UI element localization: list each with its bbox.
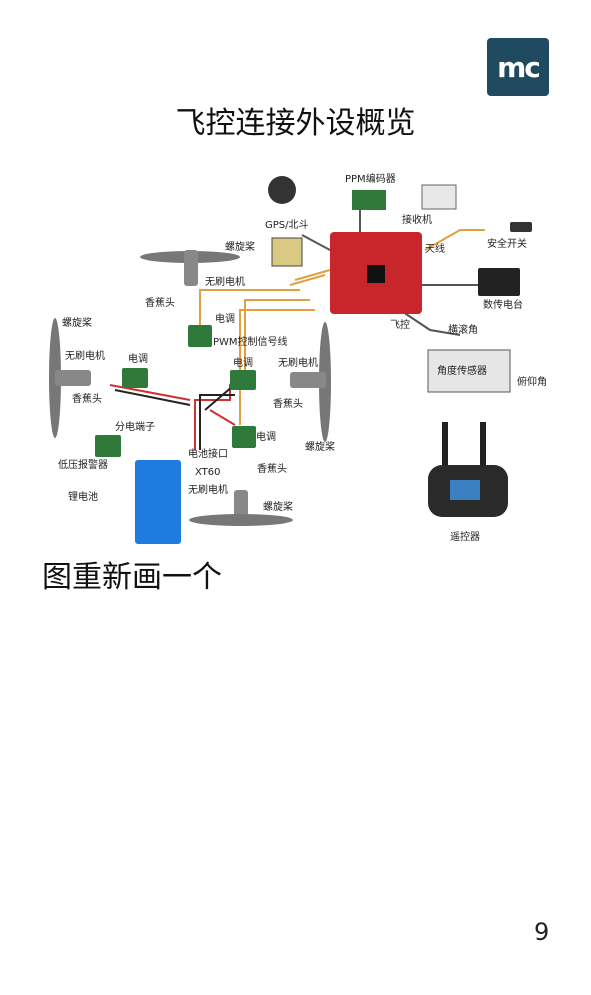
- banana-bottom-label: 香蕉头: [257, 463, 287, 475]
- motor-right-label: 无刷电机: [278, 356, 318, 369]
- digital-radio-label: 数传电台: [483, 298, 523, 311]
- low-voltage-alarm: [95, 435, 121, 457]
- battery-port-label: 电池接口: [188, 447, 228, 460]
- esc-right: [230, 370, 256, 390]
- remote-label: 遥控器: [450, 530, 480, 543]
- fc-label: 飞控: [390, 318, 410, 331]
- battery-label: 锂电池: [68, 490, 98, 503]
- caption: 图重新画一个: [42, 560, 222, 595]
- angle-sensor-label: 角度传感器: [437, 364, 487, 377]
- pwm-label: PWM控制信号线: [213, 335, 288, 348]
- digital-radio: [478, 268, 520, 296]
- esc-top: [188, 325, 212, 347]
- splitter-label: 分电端子: [115, 420, 155, 433]
- angle-sensor-frame: [427, 349, 511, 393]
- roll-label: 横滚角: [448, 323, 478, 336]
- receiver-label: 接收机: [402, 213, 432, 226]
- esc-left-label: 电调: [128, 352, 148, 365]
- esc-bottom-label: 电调: [256, 430, 276, 443]
- remote-antenna-left: [442, 422, 448, 468]
- lipo-battery: [135, 460, 181, 544]
- esc-top-label: 电调: [215, 312, 235, 325]
- top-rotor: 螺旋桨 无刷电机 香蕉头: [140, 240, 255, 309]
- buzzer: [268, 176, 296, 204]
- banana-left-label: 香蕉头: [72, 393, 102, 405]
- pitch-label: 俯仰角: [517, 375, 547, 388]
- ppm-label: PPM编码器: [345, 172, 396, 185]
- page-number: 9: [534, 918, 550, 946]
- gps-module: [271, 237, 303, 267]
- receiver: [421, 184, 457, 210]
- gps-label: GPS/北斗: [265, 219, 309, 231]
- safety-switch: [510, 222, 532, 232]
- prop-bottom: [189, 514, 293, 526]
- mc-logo: mc: [487, 38, 549, 96]
- banana-top-label: 香蕉头: [145, 297, 175, 309]
- right-rotor: 无刷电机 香蕉头 螺旋桨: [273, 322, 335, 453]
- motor-left-label: 无刷电机: [65, 349, 105, 362]
- prop-right-label: 螺旋桨: [305, 440, 335, 453]
- left-rotor: 螺旋桨 无刷电机 香蕉头: [49, 316, 105, 438]
- fc-chip: [367, 265, 385, 283]
- xt60-label: XT60: [195, 467, 221, 478]
- esc-right-label: 电调: [233, 356, 253, 369]
- logo-text: mc: [497, 50, 541, 84]
- motor-top-label: 无刷电机: [205, 275, 245, 288]
- banana-right-label: 香蕉头: [273, 398, 303, 410]
- esc-left: [122, 368, 148, 388]
- remote-screen: [450, 480, 480, 500]
- alarm-label: 低压报警器: [58, 458, 108, 471]
- fc-peripheral-diagram: 螺旋桨 无刷电机 香蕉头 电调 螺旋桨 无刷电机 香蕉头 电调 无刷电机 香蕉头…: [49, 172, 547, 544]
- remote-antenna-right: [480, 422, 486, 468]
- antenna-label: 天线: [425, 242, 445, 255]
- prop-bottom-label: 螺旋桨: [263, 500, 293, 513]
- motor-bottom-label: 无刷电机: [188, 483, 228, 496]
- page-title: 飞控连接外设概览: [175, 106, 416, 141]
- esc-bottom: [232, 426, 256, 448]
- prop-top-label: 螺旋桨: [225, 240, 255, 253]
- safety-label: 安全开关: [487, 237, 527, 250]
- ppm-encoder: [352, 190, 386, 210]
- prop-left-label: 螺旋桨: [62, 316, 92, 329]
